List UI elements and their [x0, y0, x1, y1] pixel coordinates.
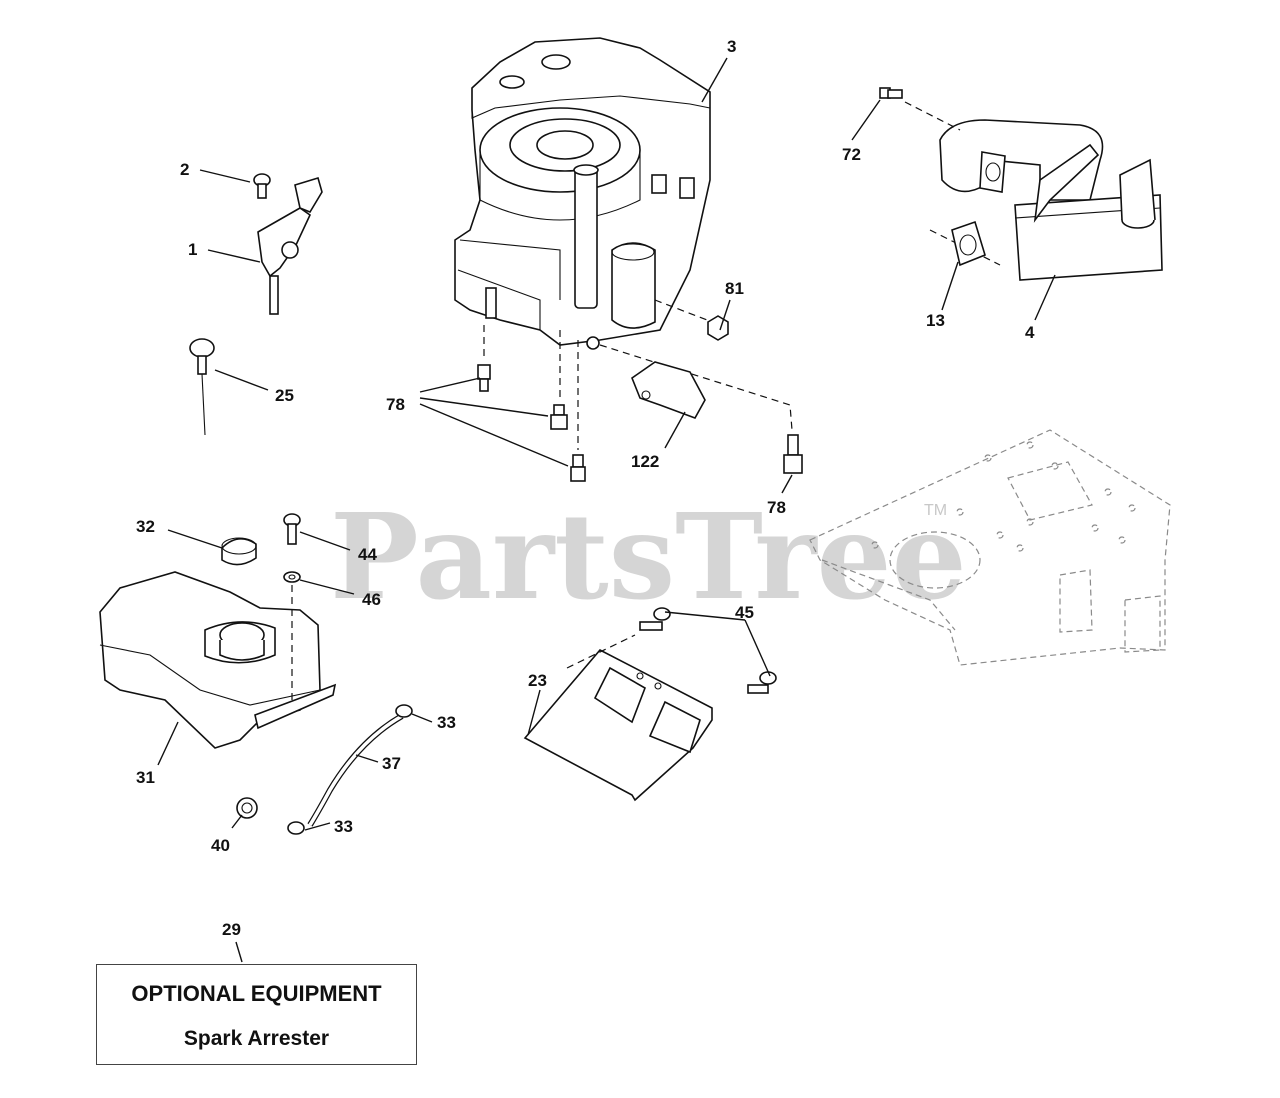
muffler-bolt[interactable]: [879, 87, 903, 99]
engine-bolt[interactable]: [550, 404, 568, 430]
optional-equipment-box[interactable]: OPTIONAL EQUIPMENT Spark Arrester: [96, 964, 417, 1065]
spark-arrester-label: Spark Arrester: [183, 1027, 330, 1050]
watermark-tm: TM: [924, 502, 947, 519]
bracket-bolt[interactable]: [639, 607, 671, 631]
watermark: PartsTree: [330, 487, 967, 626]
callout-46: 46: [362, 590, 381, 609]
tank-bracket[interactable]: [523, 648, 713, 802]
engine-bolt[interactable]: [477, 364, 491, 392]
grommet[interactable]: [236, 797, 258, 819]
callout-2: 2: [180, 160, 189, 179]
optional-equipment-title: OPTIONAL EQUIPMENT: [131, 981, 382, 1006]
callout-3: 3: [727, 37, 736, 56]
callout-72: 72: [842, 145, 861, 164]
throttle-control[interactable]: [257, 176, 323, 315]
gasket[interactable]: [951, 220, 986, 267]
callout-4: 4: [1025, 323, 1035, 342]
callout-1: 1: [188, 240, 197, 259]
tank-screw[interactable]: [283, 513, 301, 545]
callout-33: 33: [334, 817, 353, 836]
engine-bolt-right[interactable]: [783, 434, 803, 474]
chassis-frame: [809, 429, 1171, 666]
bracket-bolt[interactable]: [747, 671, 777, 694]
heat-shield[interactable]: [631, 361, 706, 419]
callout-122: 122: [631, 452, 659, 471]
callout-31: 31: [136, 768, 155, 787]
callout-45: 45: [735, 603, 754, 622]
leader-lines: [157, 57, 1056, 963]
engine[interactable]: [454, 37, 711, 350]
muffler[interactable]: [939, 119, 1163, 281]
callout-40: 40: [211, 836, 230, 855]
callout-37: 37: [382, 754, 401, 773]
choke-knob[interactable]: [189, 338, 215, 436]
fuel-cap[interactable]: [221, 537, 257, 566]
callout-23: 23: [528, 671, 547, 690]
tank-washer[interactable]: [283, 571, 301, 583]
nut[interactable]: [707, 315, 729, 341]
fuel-tank[interactable]: [99, 571, 337, 749]
hose-clamp[interactable]: [287, 821, 305, 835]
callout-32: 32: [136, 517, 155, 536]
throttle-screw[interactable]: [253, 173, 271, 199]
callout-44: 44: [358, 545, 377, 564]
hose-clamp[interactable]: [395, 704, 413, 718]
callout-29: 29: [222, 920, 241, 939]
engine-bolt[interactable]: [570, 454, 586, 482]
callout-81: 81: [725, 279, 744, 298]
callout-25: 25: [275, 386, 294, 405]
callout-78: 78: [767, 498, 786, 517]
fuel-line[interactable]: [307, 713, 404, 827]
callout-13: 13: [926, 311, 945, 330]
callout-33: 33: [437, 713, 456, 732]
callout-78: 78: [386, 395, 405, 414]
